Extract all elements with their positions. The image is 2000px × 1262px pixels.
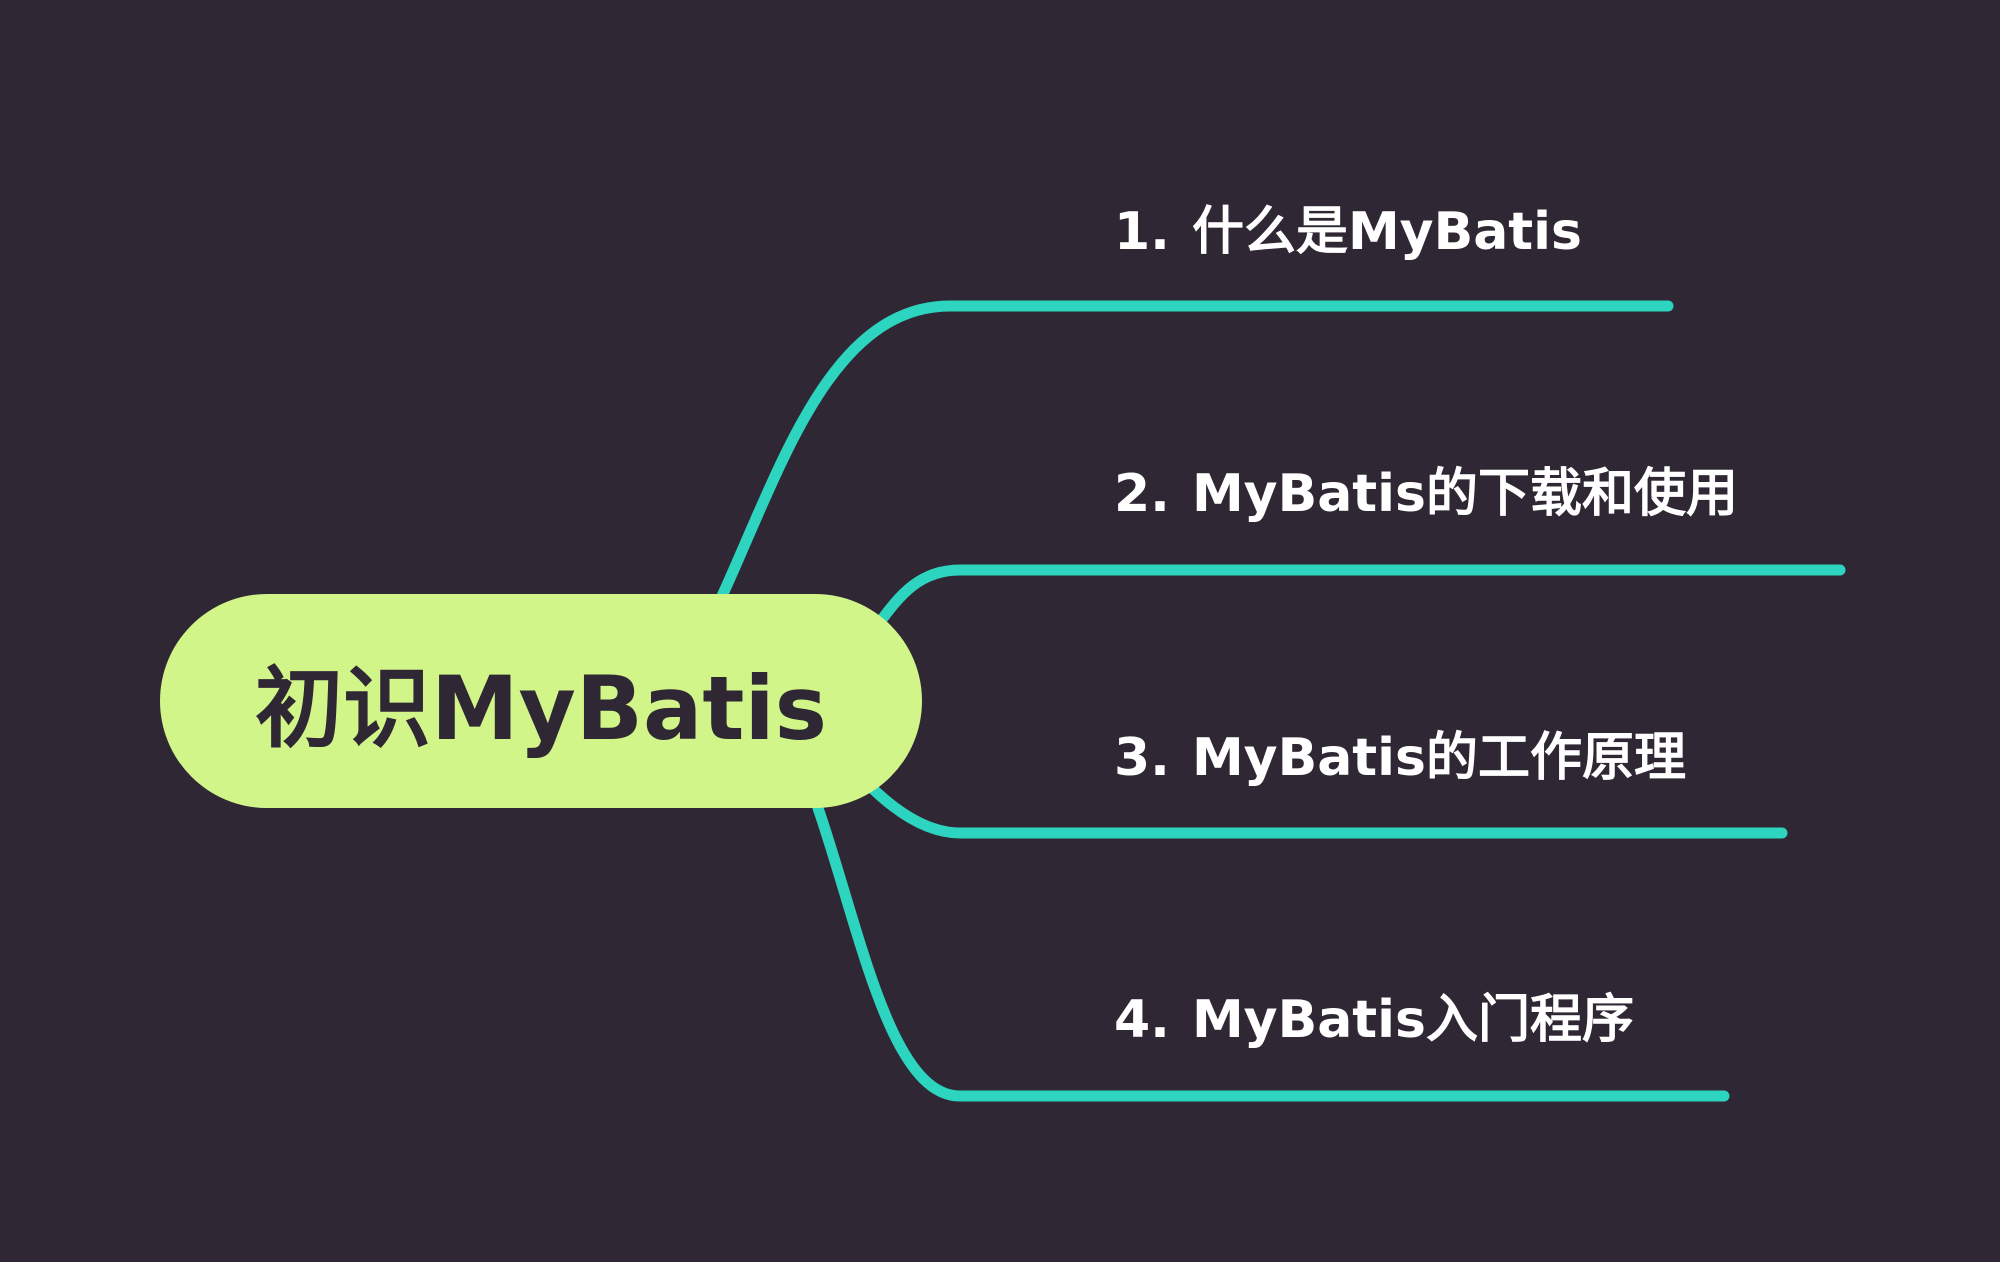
- connector-branch-3: [866, 782, 1788, 839]
- branch-topic-3[interactable]: 3.MyBatis的工作原理: [1114, 732, 1686, 784]
- branch-number: 1.: [1114, 202, 1170, 262]
- branch-number: 2.: [1114, 464, 1170, 524]
- connector-branch-2: [874, 564, 1846, 628]
- branch-number: 4.: [1114, 990, 1170, 1050]
- branch-label: MyBatis入门程序: [1191, 990, 1634, 1050]
- connector-branch-4: [812, 802, 1730, 1102]
- root-topic-label: 初识MyBatis: [254, 656, 827, 760]
- branch-label: MyBatis的工作原理: [1191, 728, 1686, 788]
- branch-topic-1[interactable]: 1.什么是MyBatis: [1114, 206, 1582, 258]
- root-topic-node[interactable]: 初识MyBatis: [160, 594, 922, 808]
- connector-branch-1: [716, 300, 1674, 602]
- branch-number: 3.: [1114, 728, 1170, 788]
- branch-label: MyBatis的下载和使用: [1191, 464, 1738, 524]
- branch-label: 什么是MyBatis: [1191, 202, 1582, 262]
- branch-topic-2[interactable]: 2.MyBatis的下载和使用: [1114, 468, 1738, 520]
- branch-topic-4[interactable]: 4.MyBatis入门程序: [1114, 994, 1634, 1046]
